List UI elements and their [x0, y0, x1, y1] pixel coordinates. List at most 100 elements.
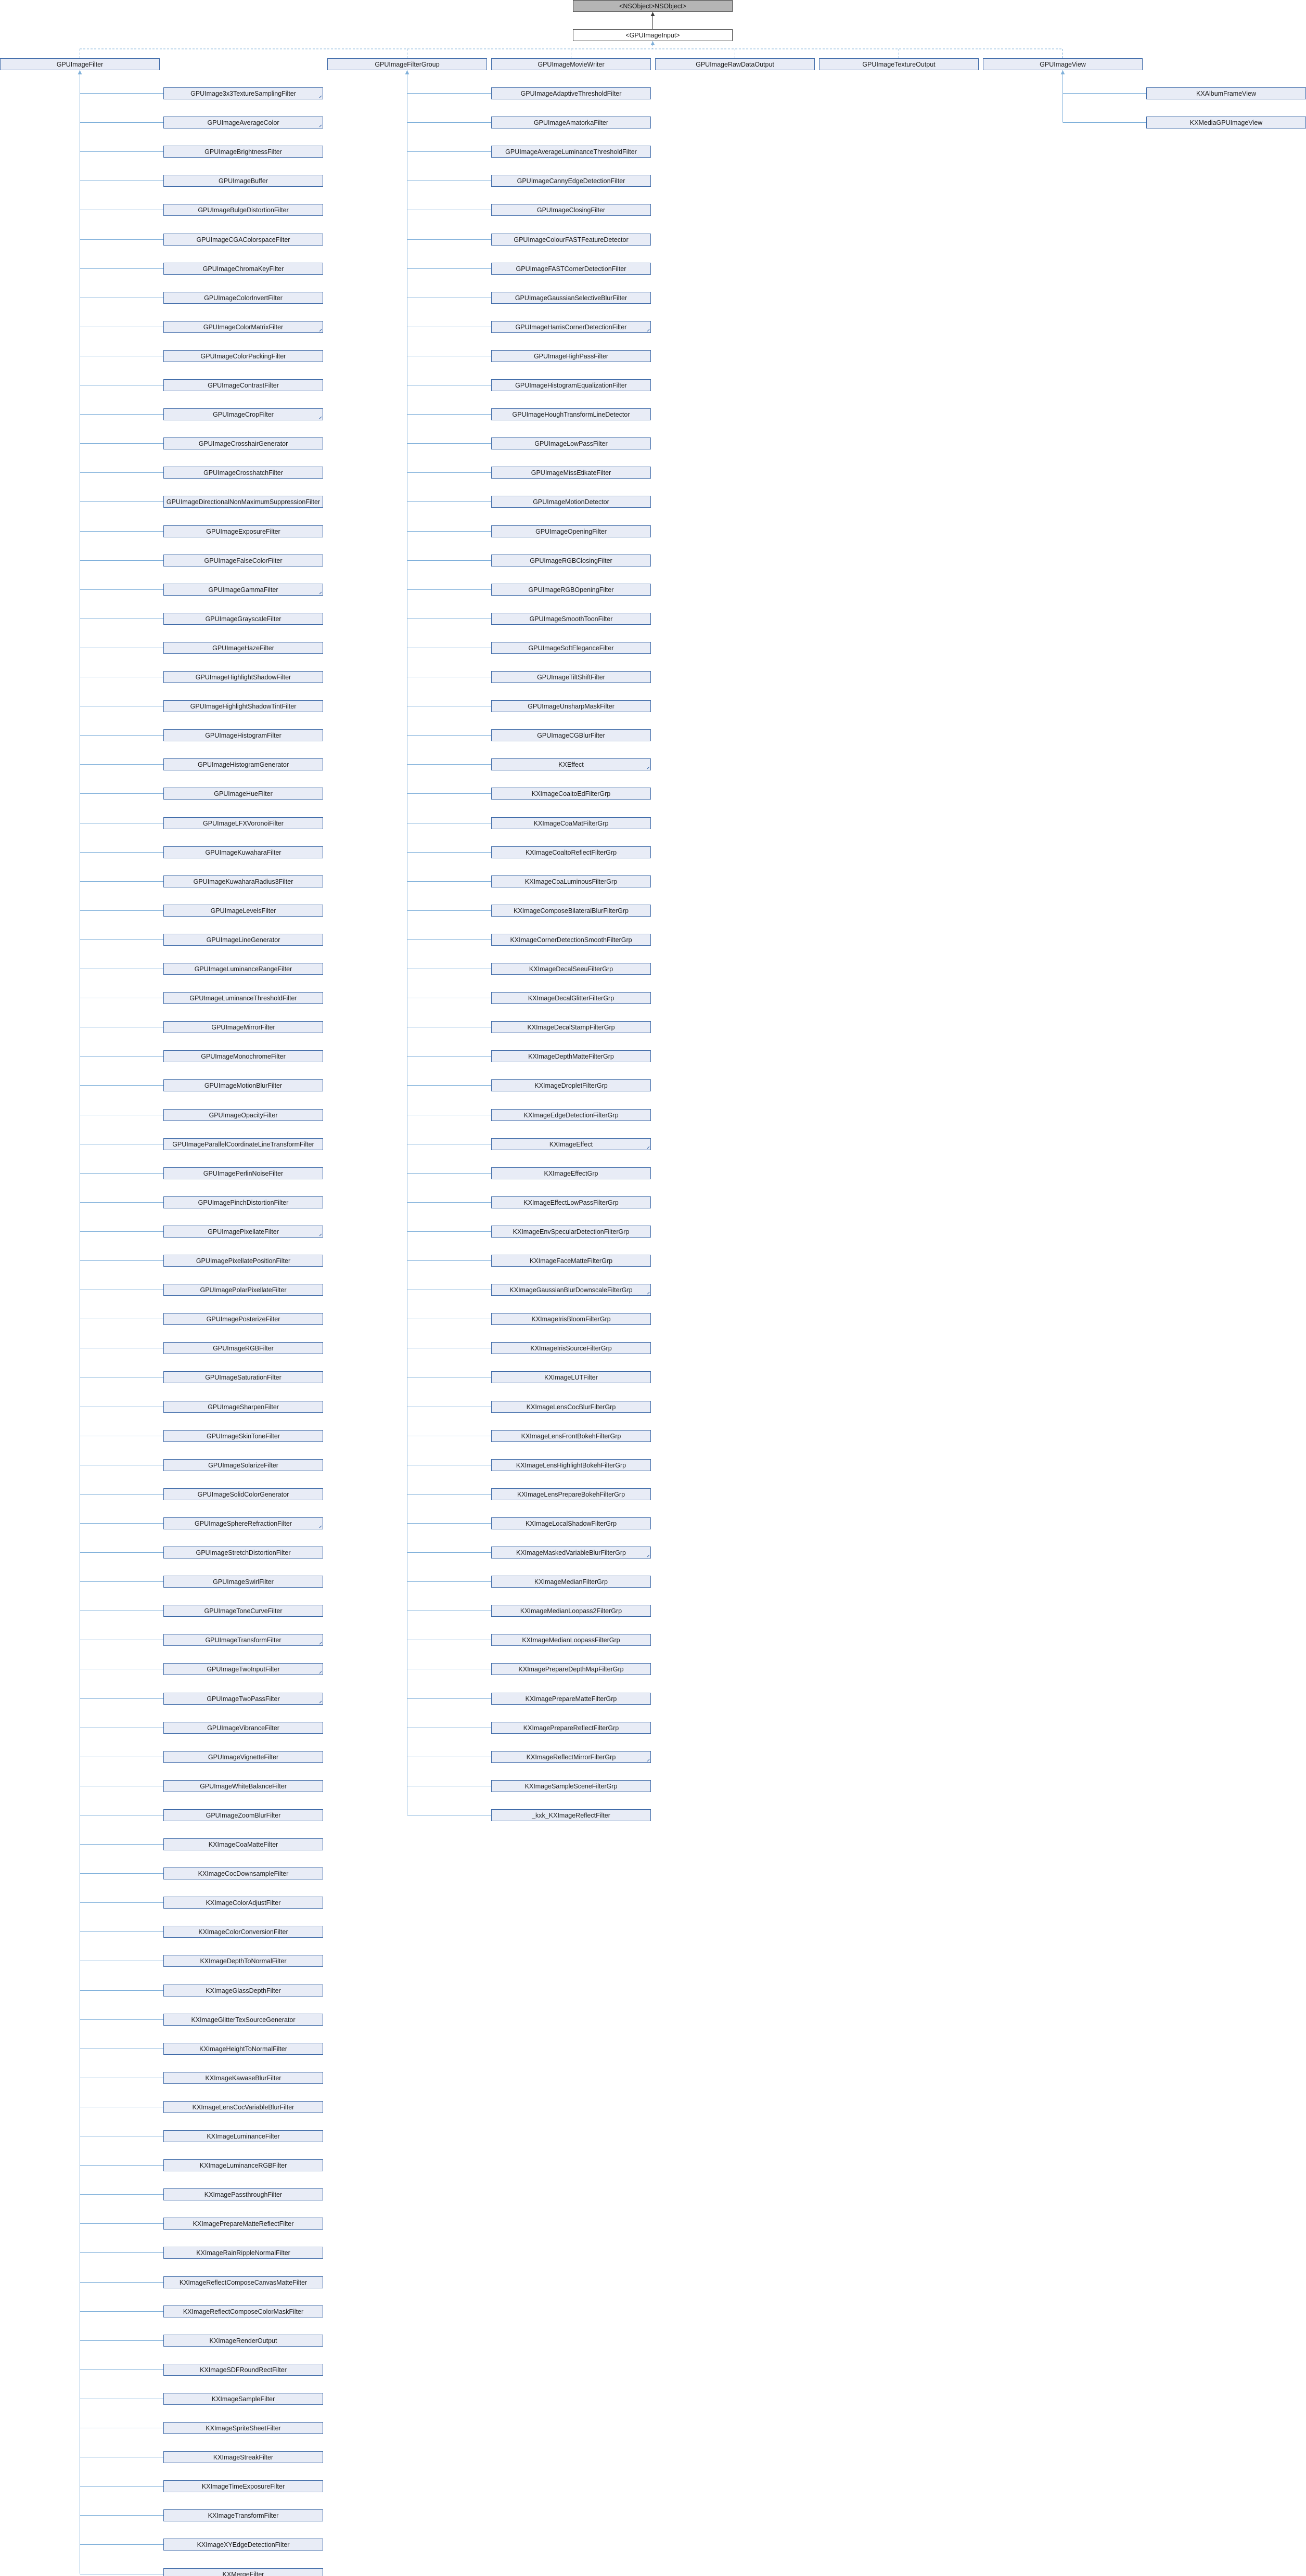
class-node-box[interactable]	[163, 467, 323, 479]
class-node-kximagedepthmattefiltergrp[interactable]: KXImageDepthMatteFilterGrp	[491, 1050, 651, 1062]
class-node-box[interactable]	[163, 1693, 323, 1705]
class-node-box[interactable]	[163, 1663, 323, 1675]
class-node-box[interactable]	[491, 1167, 651, 1179]
class-node-box[interactable]	[491, 788, 651, 800]
class-node-kximageirissourcefiltergrp[interactable]: KXImageIrisSourceFilterGrp	[491, 1342, 651, 1354]
class-node-box[interactable]	[163, 1342, 323, 1354]
class-node-box[interactable]	[163, 408, 323, 420]
class-node-box[interactable]	[491, 846, 651, 858]
class-node-gpuimageclosingfilter[interactable]: GPUImageClosingFilter	[491, 204, 651, 216]
class-node-box[interactable]	[491, 1226, 651, 1238]
class-node-box[interactable]	[163, 1926, 323, 1938]
class-node-gpuimagergbfilter[interactable]: GPUImageRGBFilter	[163, 1342, 323, 1354]
class-node-box[interactable]	[163, 263, 323, 275]
class-node-box[interactable]	[491, 525, 651, 537]
class-node-gpuimagelevelsfilter[interactable]: GPUImageLevelsFilter	[163, 905, 323, 917]
class-node-box[interactable]	[163, 525, 323, 537]
class-node-box[interactable]	[491, 1284, 651, 1296]
class-node-box[interactable]	[163, 817, 323, 829]
class-node-box[interactable]	[163, 321, 323, 333]
class-node-kximageedgedetectionfiltergrp[interactable]: KXImageEdgeDetectionFilterGrp	[491, 1109, 651, 1121]
class-node-box[interactable]	[163, 1634, 323, 1646]
class-node-kximagecornerdetectionsmoothfiltergrp[interactable]: KXImageCornerDetectionSmoothFilterGrp	[491, 934, 651, 946]
class-node-box[interactable]	[491, 817, 651, 829]
class-node-kximagesamplefilter[interactable]: KXImageSampleFilter	[163, 2393, 323, 2405]
class-node-box[interactable]	[163, 555, 323, 566]
class-node-kximagecoamatfiltergrp[interactable]: KXImageCoaMatFilterGrp	[491, 817, 651, 829]
class-node-kximagepreparereflectfiltergrp[interactable]: KXImagePrepareReflectFilterGrp	[491, 1722, 651, 1734]
class-node-box[interactable]	[491, 555, 651, 566]
class-node-kximagecoamattefilter[interactable]: KXImageCoaMatteFilter	[163, 1838, 323, 1850]
class-node-box[interactable]	[163, 729, 323, 741]
class-node-gpuimagehazefilter[interactable]: GPUImageHazeFilter	[163, 642, 323, 654]
class-node-box[interactable]	[163, 2130, 323, 2142]
class-node-gpuimageaveragecolor[interactable]: GPUImageAverageColor	[163, 117, 323, 128]
class-node-gpuimagezoomblurfilter[interactable]: GPUImageZoomBlurFilter	[163, 1809, 323, 1821]
class-node-kximagecolorconversionfilter[interactable]: KXImageColorConversionFilter	[163, 1926, 323, 1938]
class-node-box[interactable]	[163, 146, 323, 158]
class-node-box[interactable]	[163, 1050, 323, 1062]
class-node-kximagemedianloopass2filtergrp[interactable]: KXImageMedianLoopass2FilterGrp	[491, 1605, 651, 1617]
class-node-box[interactable]	[163, 2276, 323, 2288]
class-node-kximagekawaseblurfilter[interactable]: KXImageKawaseBlurFilter	[163, 2072, 323, 2084]
class-node-box[interactable]	[163, 1605, 323, 1617]
class-node-gpuimagesmoothtoonfilter[interactable]: GPUImageSmoothToonFilter	[491, 613, 651, 625]
class-node-box[interactable]	[491, 1401, 651, 1413]
class-node-gpuimagetiltshiftfilter[interactable]: GPUImageTiltShiftFilter	[491, 671, 651, 683]
class-node-box[interactable]	[163, 2422, 323, 2434]
class-node-gpuimage3x3texturesamplingfilter[interactable]: GPUImage3x3TextureSamplingFilter	[163, 87, 323, 99]
class-node-kximagelenscocblurfiltergrp[interactable]: KXImageLensCocBlurFilterGrp	[491, 1401, 651, 1413]
class-node-kximagespritesheetfilter[interactable]: KXImageSpriteSheetFilter	[163, 2422, 323, 2434]
class-node-kximageirisbloomfiltergrp[interactable]: KXImageIrisBloomFilterGrp	[491, 1313, 651, 1325]
class-node-gpuimageunsharpmaskfilter[interactable]: GPUImageUnsharpMaskFilter	[491, 700, 651, 712]
class-node-box[interactable]	[163, 1576, 323, 1588]
class-node-box[interactable]	[491, 1050, 651, 1062]
class-node-gpuimageluminancethresholdfilter[interactable]: GPUImageLuminanceThresholdFilter	[163, 992, 323, 1004]
class-node-box[interactable]	[491, 117, 651, 128]
class-node-kximagedecalstampfiltergrp[interactable]: KXImageDecalStampFilterGrp	[491, 1021, 651, 1033]
class-node-box[interactable]	[491, 1517, 651, 1529]
class-node-gpuimagesolidcolorgenerator[interactable]: GPUImageSolidColorGenerator	[163, 1488, 323, 1500]
class-node-kximagepreparemattefiltergrp[interactable]: KXImagePrepareMatteFilterGrp	[491, 1693, 651, 1705]
class-node-box[interactable]	[491, 1780, 651, 1792]
class-node-gpuimagemissetikatefilter[interactable]: GPUImageMissEtikateFilter	[491, 467, 651, 479]
class-node-box[interactable]	[163, 1401, 323, 1413]
class-node-box[interactable]	[491, 408, 651, 420]
class-node-kximagelenspreparebokehfiltergrp[interactable]: KXImageLensPrepareBokehFilterGrp	[491, 1488, 651, 1500]
class-node-box[interactable]	[163, 2072, 323, 2084]
class-node-box[interactable]	[163, 1371, 323, 1383]
class-node-gpuimageadaptivethresholdfilter[interactable]: GPUImageAdaptiveThresholdFilter	[491, 87, 651, 99]
class-node-gpuimageparallelcoordinatelinetransformfilter[interactable]: GPUImageParallelCoordinateLineTransformF…	[163, 1138, 323, 1150]
class-node-kximagesamplescenefiltergrp[interactable]: KXImageSampleSceneFilterGrp	[491, 1780, 651, 1792]
class-node-box[interactable]	[491, 1079, 651, 1091]
class-node-box[interactable]	[491, 58, 651, 70]
class-node-box[interactable]	[491, 1459, 651, 1471]
class-node-box[interactable]	[491, 992, 651, 1004]
class-node-gpuimagemoviewriter[interactable]: GPUImageMovieWriter	[491, 58, 651, 70]
class-node-box[interactable]	[983, 58, 1143, 70]
class-node-box[interactable]	[163, 1109, 323, 1121]
class-node-box[interactable]	[163, 2101, 323, 2113]
class-node-box[interactable]	[491, 1430, 651, 1442]
class-node-kximagedropletfiltergrp[interactable]: KXImageDropletFilterGrp	[491, 1079, 651, 1091]
class-node-box[interactable]	[655, 58, 815, 70]
class-node-box[interactable]	[163, 2451, 323, 2463]
class-node-box[interactable]	[163, 1985, 323, 1997]
class-node-gpuimagesharpenfilter[interactable]: GPUImageSharpenFilter	[163, 1401, 323, 1413]
class-node-box[interactable]	[491, 1109, 651, 1121]
class-node-kximagestreakfilter[interactable]: KXImageStreakFilter	[163, 2451, 323, 2463]
class-node-gpuimageopacityfilter[interactable]: GPUImageOpacityFilter	[163, 1109, 323, 1121]
class-node-gpuimagewhitebalancefilter[interactable]: GPUImageWhiteBalanceFilter	[163, 1780, 323, 1792]
class-node-gpuimagebrightnessfilter[interactable]: GPUImageBrightnessFilter	[163, 146, 323, 158]
class-node-box[interactable]	[163, 875, 323, 887]
class-node-gpuimagesoftelegancefilter[interactable]: GPUImageSoftEleganceFilter	[491, 642, 651, 654]
class-node-box[interactable]	[491, 1547, 651, 1559]
class-node-kximagecoaltoreflectfiltergrp[interactable]: KXImageCoaltoReflectFilterGrp	[491, 846, 651, 858]
class-node-kximagecocdownsamplefilter[interactable]: KXImageCocDownsampleFilter	[163, 1867, 323, 1879]
class-node-box[interactable]	[491, 467, 651, 479]
class-node-kximageeffectlowpassfiltergrp[interactable]: KXImageEffectLowPassFilterGrp	[491, 1196, 651, 1208]
class-node-box[interactable]	[491, 1196, 651, 1208]
class-node-gpuimagesaturationfilter[interactable]: GPUImageSaturationFilter	[163, 1371, 323, 1383]
class-node-gpuimagemirrorfilter[interactable]: GPUImageMirrorFilter	[163, 1021, 323, 1033]
class-node-box[interactable]	[163, 1255, 323, 1267]
